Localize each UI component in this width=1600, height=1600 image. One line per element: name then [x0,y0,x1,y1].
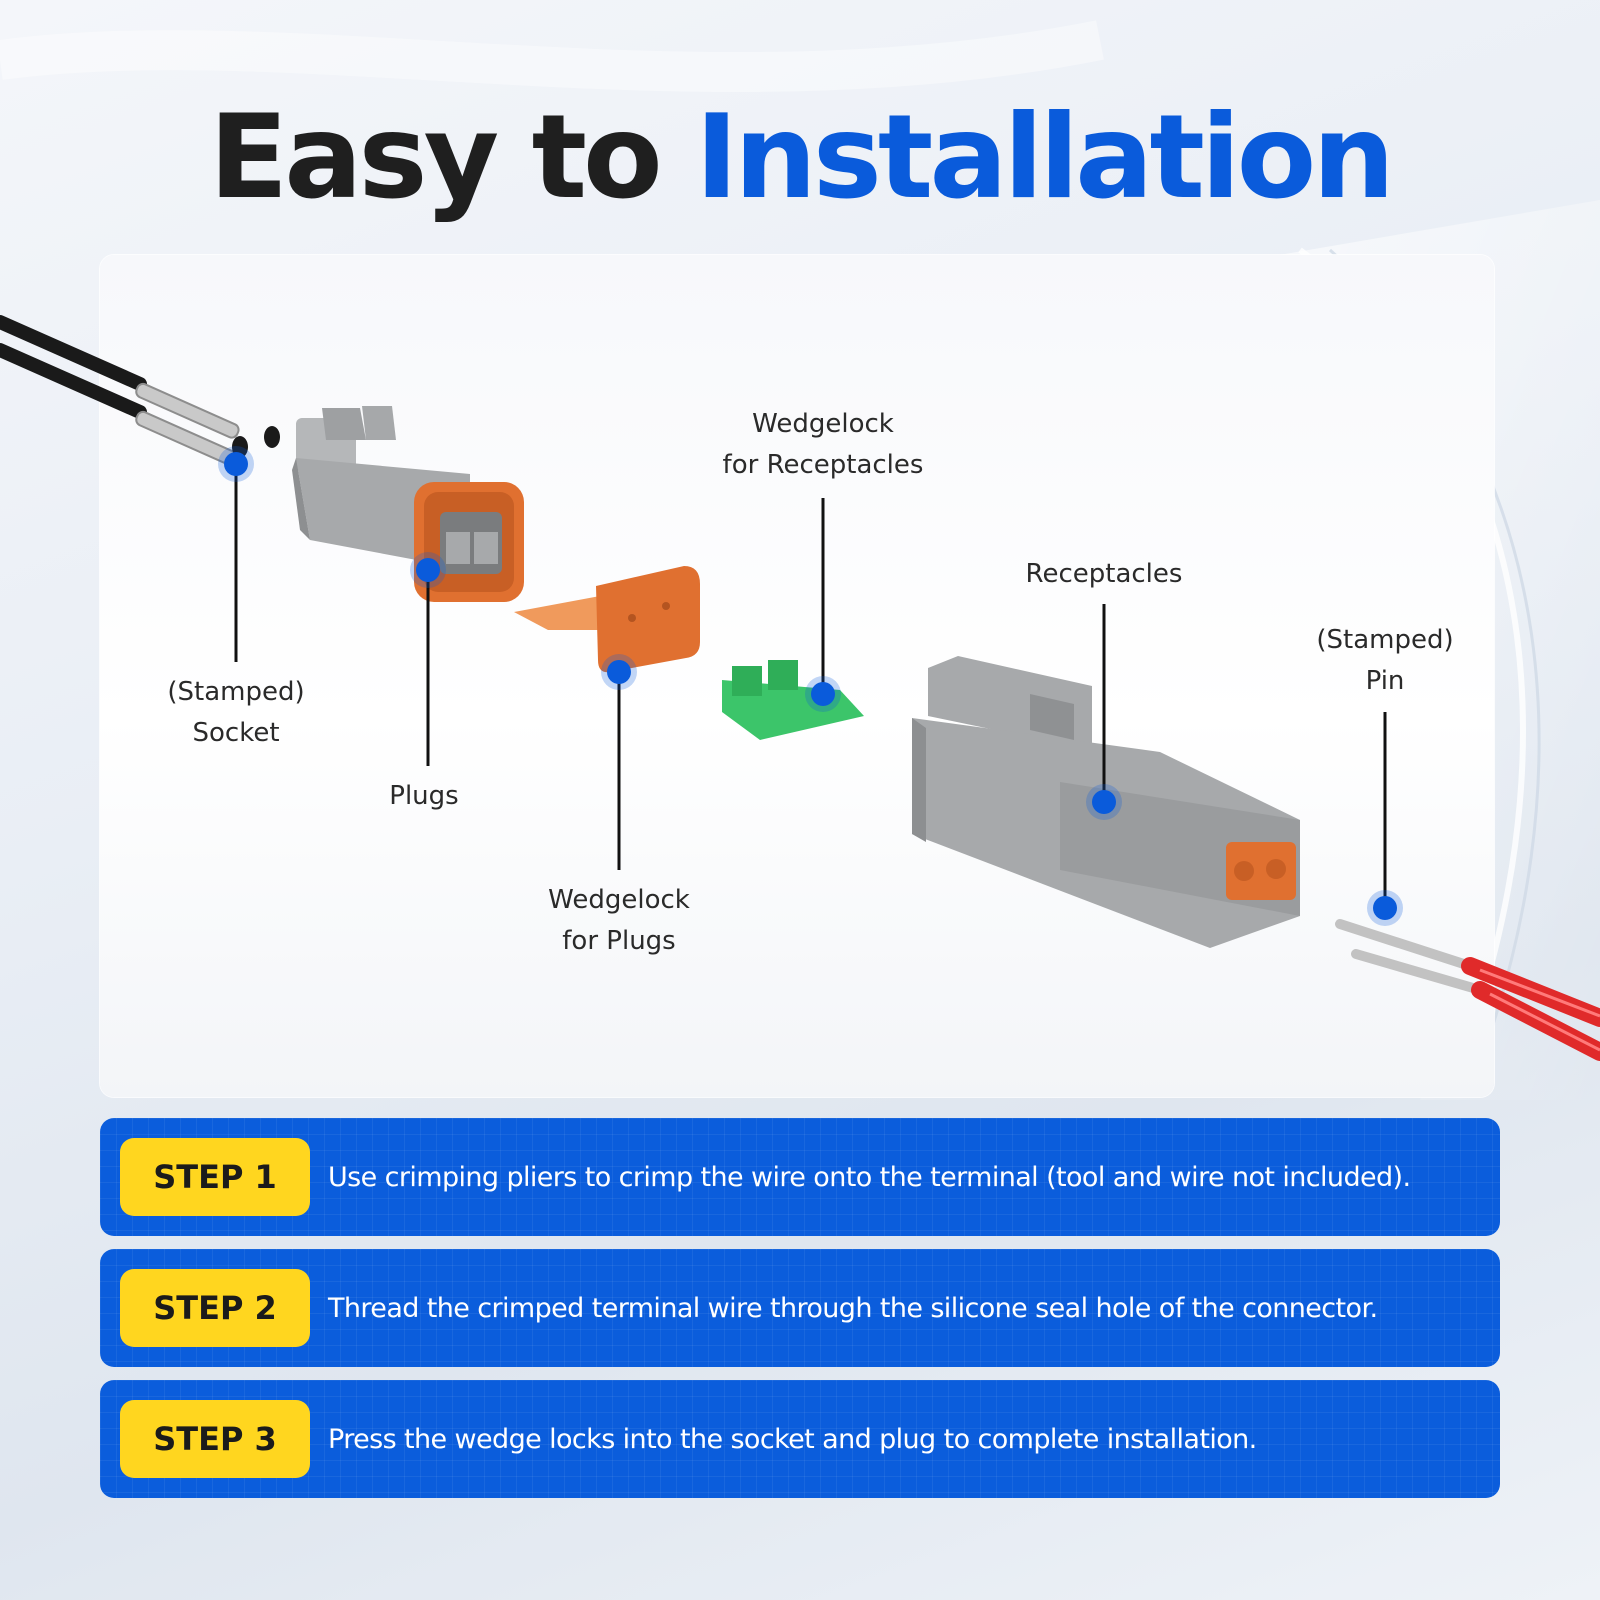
wedgelock-plugs-part [514,566,700,673]
wedgelock-receptacles-part [722,660,864,740]
step-2-panel: STEP 2 Thread the crimped terminal wire … [100,1249,1500,1367]
label-stamped-socket: (Stamped) Socket [167,672,304,754]
callout-dot-receptacles [1092,790,1116,814]
plug-housing [292,406,524,602]
label-plugs-text: Plugs [389,781,459,811]
label-socket-line2: Socket [192,718,280,748]
label-wedgelock-receptacles-line1: Wedgelock [752,409,894,439]
label-stamped-pin: (Stamped) Pin [1316,620,1453,702]
step-3-text: Press the wedge locks into the socket an… [328,1423,1257,1455]
callout-dot-wedgelock-receptacles [811,682,835,706]
label-wedgelock-receptacles: Wedgelock for Receptacles [723,404,924,486]
step-2-badge: STEP 2 [120,1269,310,1347]
callout-dot-socket [224,452,248,476]
label-wedgelock-plugs-line2: for Plugs [562,926,676,956]
label-wedgelock-receptacles-line2: for Receptacles [722,450,924,480]
step-2-text: Thread the crimped terminal wire through… [328,1292,1378,1324]
callout-dot-plugs [416,558,440,582]
title-part-blue: Installation [695,90,1395,225]
step-1-text: Use crimping pliers to crimp the wire on… [328,1161,1411,1193]
title-part-dark: Easy to [209,90,663,225]
step-3-badge: STEP 3 [120,1400,310,1478]
callout-lines [234,464,1387,908]
label-receptacles: Receptacles [1026,554,1183,595]
stamped-pin-wires [1335,919,1600,1061]
step-3-panel: STEP 3 Press the wedge locks into the so… [100,1380,1500,1498]
callout-dot-pin [1373,896,1397,920]
receptacle-housing [912,656,1300,948]
label-wedgelock-plugs: Wedgelock for Plugs [548,880,690,962]
label-pin-line2: Pin [1365,666,1405,696]
label-wedgelock-plugs-line1: Wedgelock [548,885,690,915]
page-title: Easy to Installation [0,88,1600,228]
label-socket-line1: (Stamped) [167,677,305,707]
step-1-panel: STEP 1 Use crimping pliers to crimp the … [100,1118,1500,1236]
stamped-socket-wires [0,315,280,467]
label-pin-line1: (Stamped) [1316,625,1454,655]
label-plugs: Plugs [389,776,458,817]
label-receptacles-text: Receptacles [1025,559,1183,589]
callout-dot-wedgelock-plugs [607,660,631,684]
exploded-connector-diagram [0,315,1600,1061]
step-1-badge: STEP 1 [120,1138,310,1216]
